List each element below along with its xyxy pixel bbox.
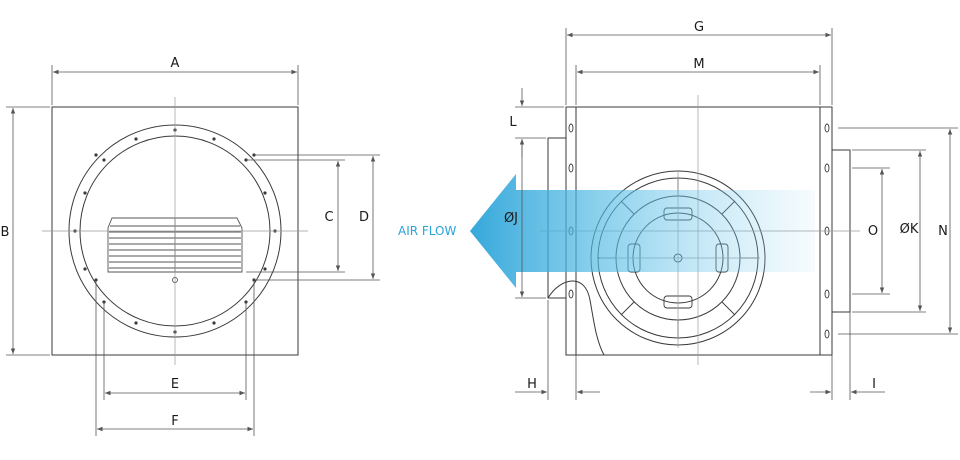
side-dimension-labels: G M L ØJ O ØK N H I: [504, 20, 948, 392]
front-dimension-labels: A B C D E F: [1, 56, 369, 429]
dim-label-i: I: [872, 377, 876, 392]
dim-label-n: N: [938, 224, 948, 239]
front-view: [42, 97, 308, 365]
housing-scroll-curve: [547, 280, 605, 356]
dim-label-g: G: [694, 20, 704, 35]
flange-bolt-holes: [73, 128, 277, 334]
dim-label-c: C: [324, 210, 333, 225]
airflow-arrow: [470, 174, 815, 288]
airflow-label: AIR FLOW: [398, 224, 457, 238]
dim-label-d: D: [359, 210, 369, 225]
dim-label-f: F: [171, 414, 178, 429]
front-center-lines: [42, 97, 308, 365]
dim-label-h: H: [527, 377, 537, 392]
dim-label-l: L: [509, 115, 517, 130]
front-dimensions: [6, 65, 380, 436]
dim-label-o: O: [868, 224, 878, 239]
dim-label-e: E: [171, 377, 179, 392]
dim-label-j: ØJ: [504, 211, 518, 226]
dim-label-k: ØK: [900, 222, 919, 237]
side-dimensions: [515, 28, 958, 400]
dim-label-m: M: [693, 57, 704, 72]
dim-label-b: B: [1, 225, 10, 240]
dim-label-a: A: [171, 56, 180, 71]
